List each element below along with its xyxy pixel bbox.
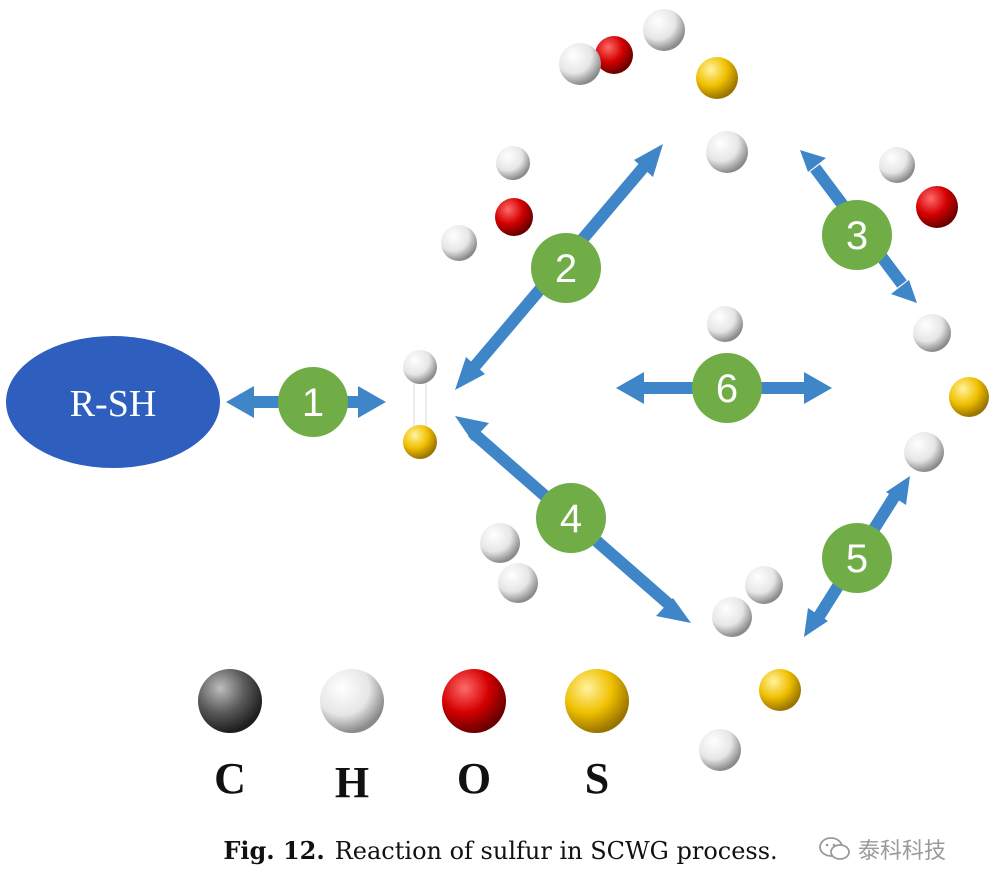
watermark-text: 泰科科技	[858, 839, 947, 864]
step-circles: 1 2 3 4 5 6	[278, 200, 892, 593]
figure-caption-text: Reaction of sulfur in SCWG process.	[334, 837, 778, 865]
svg-text:C: C	[214, 754, 246, 803]
figure-number: Fig. 12.	[223, 836, 325, 865]
wechat-icon	[819, 837, 850, 860]
svg-text:2: 2	[555, 247, 577, 291]
legend-item-o: O	[442, 669, 506, 803]
legend-item-s: S	[565, 669, 629, 803]
oxygen-atom-icon	[442, 669, 506, 733]
svg-text:H: H	[335, 758, 369, 807]
hydrogen-atom-icon	[320, 669, 384, 733]
molecule-h2s-h2-complex	[699, 566, 801, 771]
svg-text:6: 6	[716, 367, 738, 411]
reactant-label: R-SH	[70, 383, 157, 425]
svg-text:1: 1	[302, 381, 324, 425]
step-4: 4	[536, 483, 606, 553]
molecule-water-left	[441, 146, 533, 261]
legend: C H O S	[198, 669, 629, 807]
carbon-atom-icon	[198, 669, 262, 733]
step-6: 6	[692, 353, 762, 423]
step-3: 3	[822, 200, 892, 270]
legend-item-c: C	[198, 669, 262, 803]
svg-text:O: O	[457, 754, 491, 803]
watermark: 泰科科技	[818, 832, 946, 866]
molecule-top-complex	[559, 9, 748, 173]
legend-item-h: H	[320, 669, 384, 807]
step-2: 2	[531, 233, 601, 303]
figure-caption: Fig. 12. Reaction of sulfur in SCWG proce…	[0, 836, 1001, 865]
svg-text:3: 3	[846, 214, 868, 258]
step-1: 1	[278, 367, 348, 437]
molecule-h2	[480, 523, 538, 603]
svg-text:S: S	[585, 754, 609, 803]
molecule-hydroxyl	[879, 147, 958, 228]
molecule-hs-radical	[403, 350, 437, 459]
molecule-h2s-right	[904, 314, 989, 472]
svg-text:5: 5	[846, 537, 868, 581]
step-5: 5	[822, 523, 892, 593]
reactant-rsh: R-SH	[6, 336, 220, 468]
molecule-h-atom	[707, 306, 743, 342]
svg-text:4: 4	[560, 497, 582, 541]
sulfur-atom-icon	[565, 669, 629, 733]
